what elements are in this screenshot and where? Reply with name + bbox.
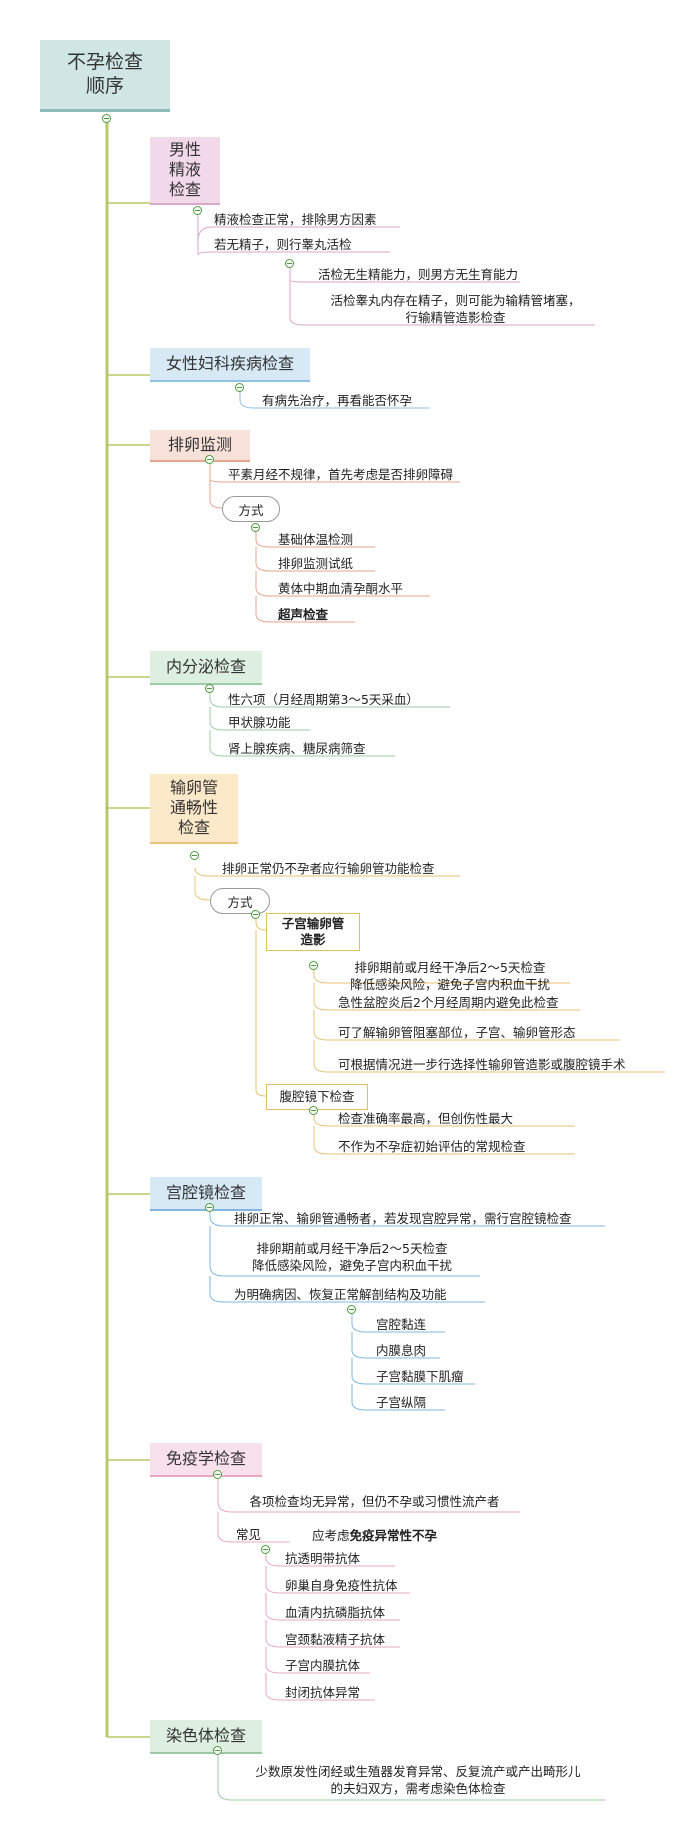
category-ovulation[interactable]: 排卵监测 bbox=[150, 430, 250, 462]
male-item-2: 若无精子，则行睾丸活检 bbox=[214, 237, 352, 252]
imm-item-line2a: 应考虑 bbox=[311, 1527, 350, 1543]
ovu-links bbox=[209, 455, 460, 623]
tube-hsg-item-3: 可了解输卵管阻塞部位，子宫、输卵管形态 bbox=[338, 1025, 576, 1040]
category-chromosome[interactable]: 染色体检查 bbox=[150, 1720, 262, 1754]
collapse-toggle-icon[interactable] bbox=[309, 1106, 318, 1115]
collapse-toggle-icon[interactable] bbox=[251, 523, 260, 532]
tube-item-1: 排卵正常仍不孕者应行输卵管功能检查 bbox=[222, 861, 435, 876]
tube-hsg-node[interactable]: 子宫输卵管 造影 bbox=[266, 913, 360, 951]
tube-lap-item-1: 检查准确率最高，但创伤性最大 bbox=[338, 1111, 514, 1126]
ovu-method-4: 超声检查 bbox=[278, 607, 329, 622]
collapse-toggle-icon[interactable] bbox=[190, 851, 199, 860]
collapse-toggle-icon[interactable] bbox=[205, 1203, 214, 1212]
hys-links bbox=[209, 1206, 605, 1411]
hys-item-2: 排卵期前或月经干净后2～5天检查 降低感染风险，避免子宫内积血干扰 bbox=[251, 1241, 452, 1273]
endo-item-1: 性六项（月经周期第3～5天采血） bbox=[228, 692, 419, 707]
category-tubal-patency[interactable]: 输卵管 通畅性 检查 bbox=[150, 774, 238, 844]
tube-hsg-item-4: 可根据情况进一步行选择性输卵管造影或腹腔镜手术 bbox=[338, 1057, 626, 1072]
collapse-toggle-icon[interactable] bbox=[213, 1746, 222, 1755]
gyn-links bbox=[239, 385, 430, 409]
ovu-method-2: 排卵监测试纸 bbox=[278, 556, 354, 571]
hys-sub-1: 宫腔黏连 bbox=[376, 1317, 427, 1332]
endo-item-2: 甲状腺功能 bbox=[228, 715, 291, 730]
male-item-1: 精液检查正常，排除男方因素 bbox=[214, 212, 377, 227]
imm-common-node[interactable]: 常见 bbox=[236, 1527, 262, 1542]
imm-sub-1: 抗透明带抗体 bbox=[285, 1551, 361, 1566]
root-node-title[interactable]: 不孕检查 顺序 bbox=[40, 40, 170, 112]
hys-sub-3: 子宫黏膜下肌瘤 bbox=[376, 1369, 464, 1384]
collapse-toggle-icon[interactable] bbox=[205, 684, 214, 693]
imm-links bbox=[217, 1472, 520, 1701]
imm-item-line2b: 免疫异常性不孕 bbox=[349, 1527, 438, 1543]
ovu-method-node[interactable]: 方式 bbox=[222, 496, 280, 522]
male-sub-2: 活检睾丸内存在精子，则可能为输精管堵塞， 行输精管造影检查 bbox=[330, 293, 581, 325]
gyn-item-1: 有病先治疗，再看能否怀孕 bbox=[262, 393, 413, 408]
category-male-semen[interactable]: 男性 精液 检查 bbox=[150, 137, 220, 205]
hys-sub-2: 内膜息肉 bbox=[376, 1343, 427, 1358]
collapse-toggle-icon[interactable] bbox=[102, 114, 111, 123]
ovu-method-3: 黄体中期血清孕酮水平 bbox=[278, 581, 404, 596]
tube-lap-item-2: 不作为不孕症初始评估的常规检查 bbox=[338, 1139, 526, 1154]
chr-links bbox=[217, 1748, 605, 1801]
collapse-toggle-icon[interactable] bbox=[205, 455, 214, 464]
endo-links bbox=[209, 687, 450, 757]
imm-sub-2: 卵巢自身免疫性抗体 bbox=[285, 1578, 398, 1593]
imm-item-1: 各项检查均无异常，但仍不孕或习惯性流产者 应考虑免疫异常性不孕 bbox=[232, 1477, 517, 1545]
tube-hsg-item-2: 急性盆腔炎后2个月经周期内避免此检查 bbox=[338, 995, 559, 1010]
category-gynecology[interactable]: 女性妇科疾病检查 bbox=[150, 348, 310, 382]
imm-sub-3: 血清内抗磷脂抗体 bbox=[285, 1605, 386, 1620]
collapse-toggle-icon[interactable] bbox=[193, 206, 202, 215]
hys-item-3: 为明确病因、恢复正常解剖结构及功能 bbox=[234, 1287, 447, 1302]
endo-item-3: 肾上腺疾病、糖尿病筛查 bbox=[228, 741, 366, 756]
ovu-method-1: 基础体温检测 bbox=[278, 532, 354, 547]
category-immunology[interactable]: 免疫学检查 bbox=[150, 1443, 262, 1477]
collapse-toggle-icon[interactable] bbox=[251, 910, 260, 919]
collapse-toggle-icon[interactable] bbox=[213, 1470, 222, 1479]
male-sub-1: 活检无生精能力，则男方无生育能力 bbox=[318, 267, 519, 282]
imm-sub-4: 宫颈黏液精子抗体 bbox=[285, 1632, 386, 1647]
imm-sub-5: 子宫内膜抗体 bbox=[285, 1658, 361, 1673]
collapse-toggle-icon[interactable] bbox=[235, 383, 244, 392]
tube-method-node[interactable]: 方式 bbox=[210, 888, 270, 914]
ovu-item-1: 平素月经不规律，首先考虑是否排卵障碍 bbox=[228, 467, 454, 482]
male-links bbox=[197, 210, 595, 326]
collapse-toggle-icon[interactable] bbox=[261, 1545, 270, 1554]
collapse-toggle-icon[interactable] bbox=[347, 1305, 356, 1314]
tube-laparoscopy-node[interactable]: 腹腔镜下检查 bbox=[266, 1084, 368, 1110]
chr-item-1: 少数原发性闭经或生殖器发育异常、反复流产或产出畸形儿 的夫妇双方，需考虑染色体检… bbox=[255, 1764, 581, 1796]
hys-item-1: 排卵正常、输卵管通畅者，若发现宫腔异常，需行宫腔镜检查 bbox=[234, 1211, 572, 1226]
collapse-toggle-icon[interactable] bbox=[285, 259, 294, 268]
category-endocrine[interactable]: 内分泌检查 bbox=[150, 651, 262, 685]
hys-sub-4: 子宫纵隔 bbox=[376, 1395, 427, 1410]
imm-sub-6: 封闭抗体异常 bbox=[285, 1685, 361, 1700]
tube-hsg-item-1: 排卵期前或月经干净后2～5天检查 降低感染风险，避免子宫内积血干扰 bbox=[349, 960, 550, 992]
imm-item-line1: 各项检查均无异常，但仍不孕或习惯性流产者 bbox=[249, 1493, 500, 1509]
tube-links bbox=[194, 867, 665, 1155]
collapse-toggle-icon[interactable] bbox=[309, 961, 318, 970]
